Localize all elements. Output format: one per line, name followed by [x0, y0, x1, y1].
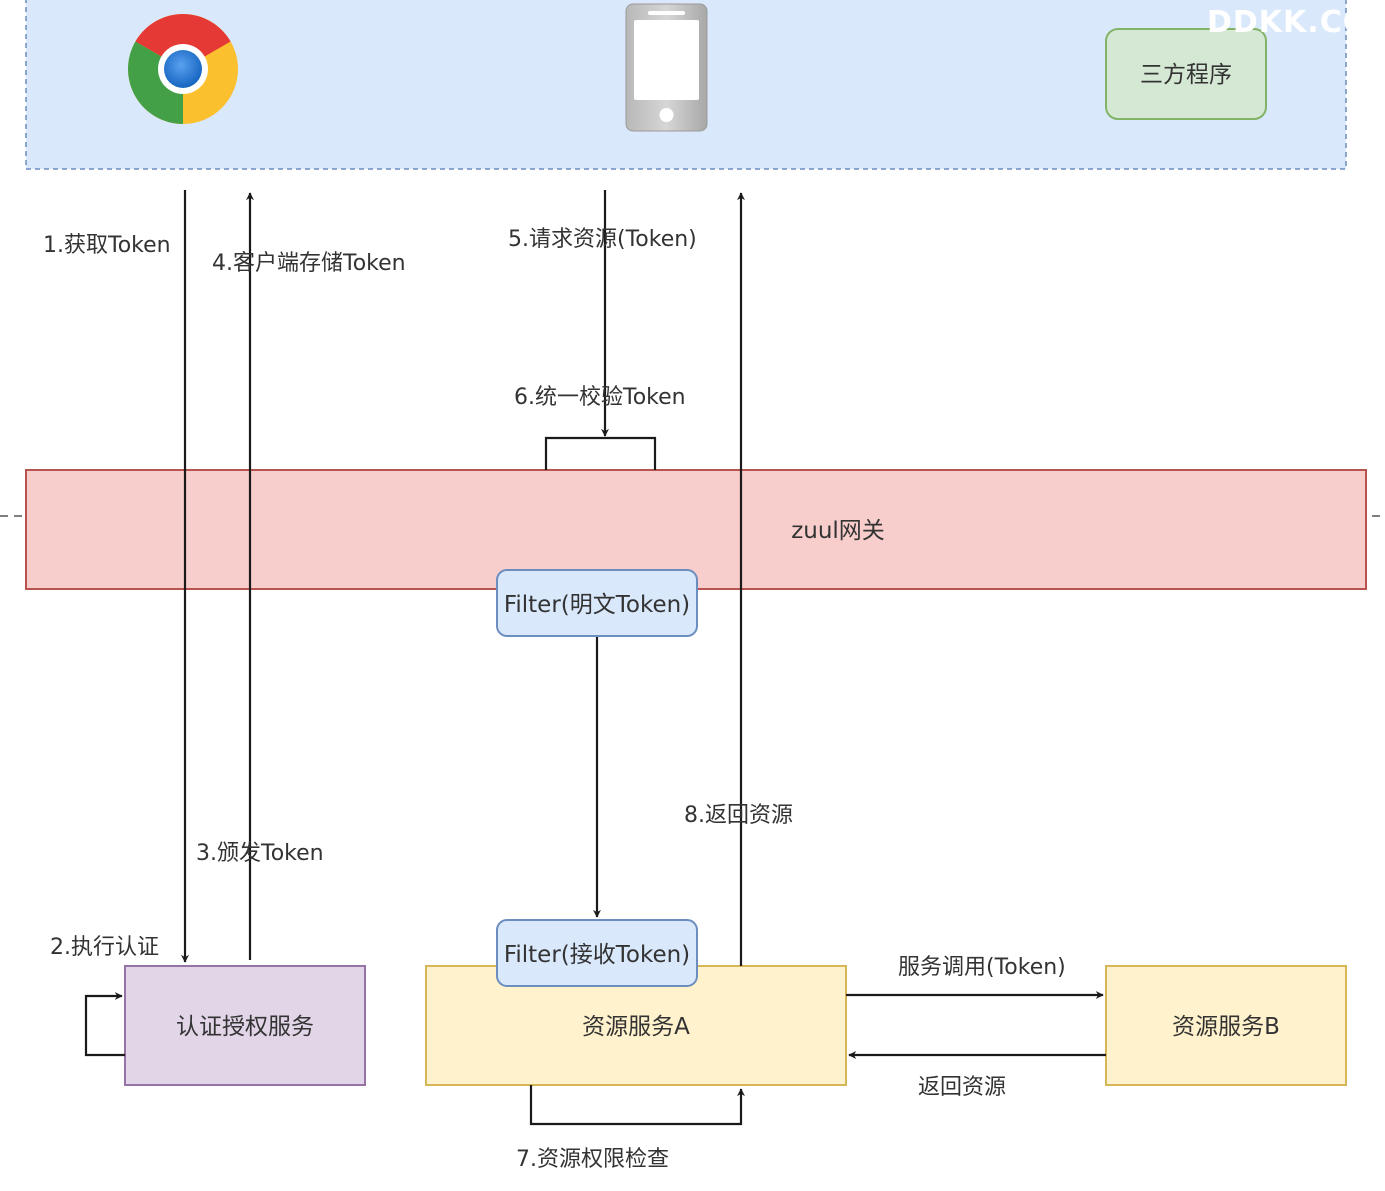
- step-6-label: 6.统一校验Token: [514, 385, 686, 410]
- step-8-label: 8.返回资源: [684, 803, 793, 828]
- resource-service-b-box: [1105, 965, 1347, 1086]
- resource-service-b-label: 资源服务B: [1172, 1014, 1280, 1040]
- chrome-browser-icon: [128, 14, 238, 124]
- filter-plain-token-box: [496, 569, 698, 637]
- zuul-gateway-box: [25, 469, 1367, 590]
- resource-service-a-box: [425, 965, 847, 1086]
- mobile-phone-icon: [625, 3, 708, 132]
- arrow-perform-auth-loop: [84, 992, 125, 1057]
- step-5-label: 5.请求资源(Token): [508, 227, 697, 252]
- step-7-label: 7.资源权限检查: [516, 1147, 669, 1172]
- auth-service-label: 认证授权服务: [176, 1014, 314, 1040]
- third-party-program-label: 三方程序: [1140, 62, 1232, 88]
- step-3-label: 3.颁发Token: [196, 841, 324, 866]
- return-resource-label: 返回资源: [918, 1075, 1006, 1100]
- watermark: DDKK.CO: [1207, 5, 1369, 40]
- filter-receive-token-label: Filter(接收Token): [504, 942, 690, 968]
- filter-receive-token-box: [496, 919, 698, 987]
- zuul-gateway-label: zuul网关: [791, 518, 885, 544]
- token-check-bracket: [544, 436, 657, 470]
- resource-service-a-label: 资源服务A: [582, 1014, 690, 1040]
- arrow-resource-permission-check: [529, 1085, 745, 1126]
- filter-plain-token-label: Filter(明文Token): [504, 592, 690, 618]
- step-2-label: 2.执行认证: [50, 935, 159, 960]
- step-1-label: 1.获取Token: [43, 233, 171, 258]
- third-party-program-box: [1105, 28, 1267, 120]
- step-4-label: 4.客户端存储Token: [212, 251, 406, 276]
- service-call-label: 服务调用(Token): [898, 955, 1066, 980]
- auth-service-box: [124, 965, 366, 1086]
